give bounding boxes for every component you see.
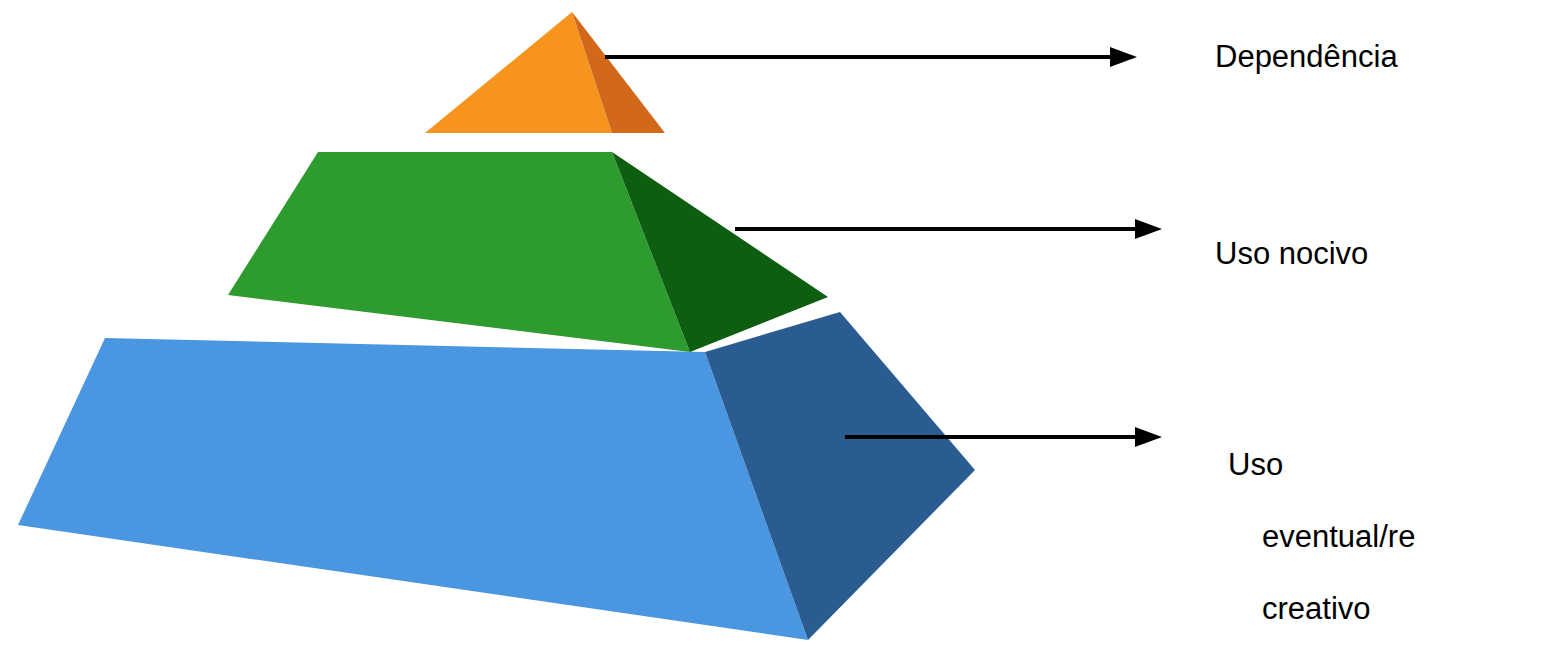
tier-side-face xyxy=(705,312,975,640)
arrow-head xyxy=(1110,47,1137,67)
pointer-arrow xyxy=(845,427,1162,447)
arrow-head xyxy=(1135,427,1162,447)
tier-front-face xyxy=(18,338,808,640)
level-label: Uso nocivo xyxy=(1215,234,1368,274)
tier-side-face xyxy=(612,152,828,352)
tier-side-face xyxy=(572,12,665,133)
arrow-shaft xyxy=(735,227,1140,231)
pyramid-top-tier xyxy=(425,12,665,133)
arrow-shaft xyxy=(845,435,1140,439)
arrow-shaft xyxy=(605,55,1115,59)
pyramid-middle-tier xyxy=(228,152,828,352)
tier-front-face xyxy=(228,152,690,352)
pyramid-bottom-tier xyxy=(18,312,975,640)
level-label: Dependência xyxy=(1215,37,1398,77)
arrow-head xyxy=(1135,219,1162,239)
level-label: Uso eventual/re creativo xyxy=(1228,429,1432,645)
pointer-arrow xyxy=(605,47,1137,67)
pointer-arrow xyxy=(735,219,1162,239)
